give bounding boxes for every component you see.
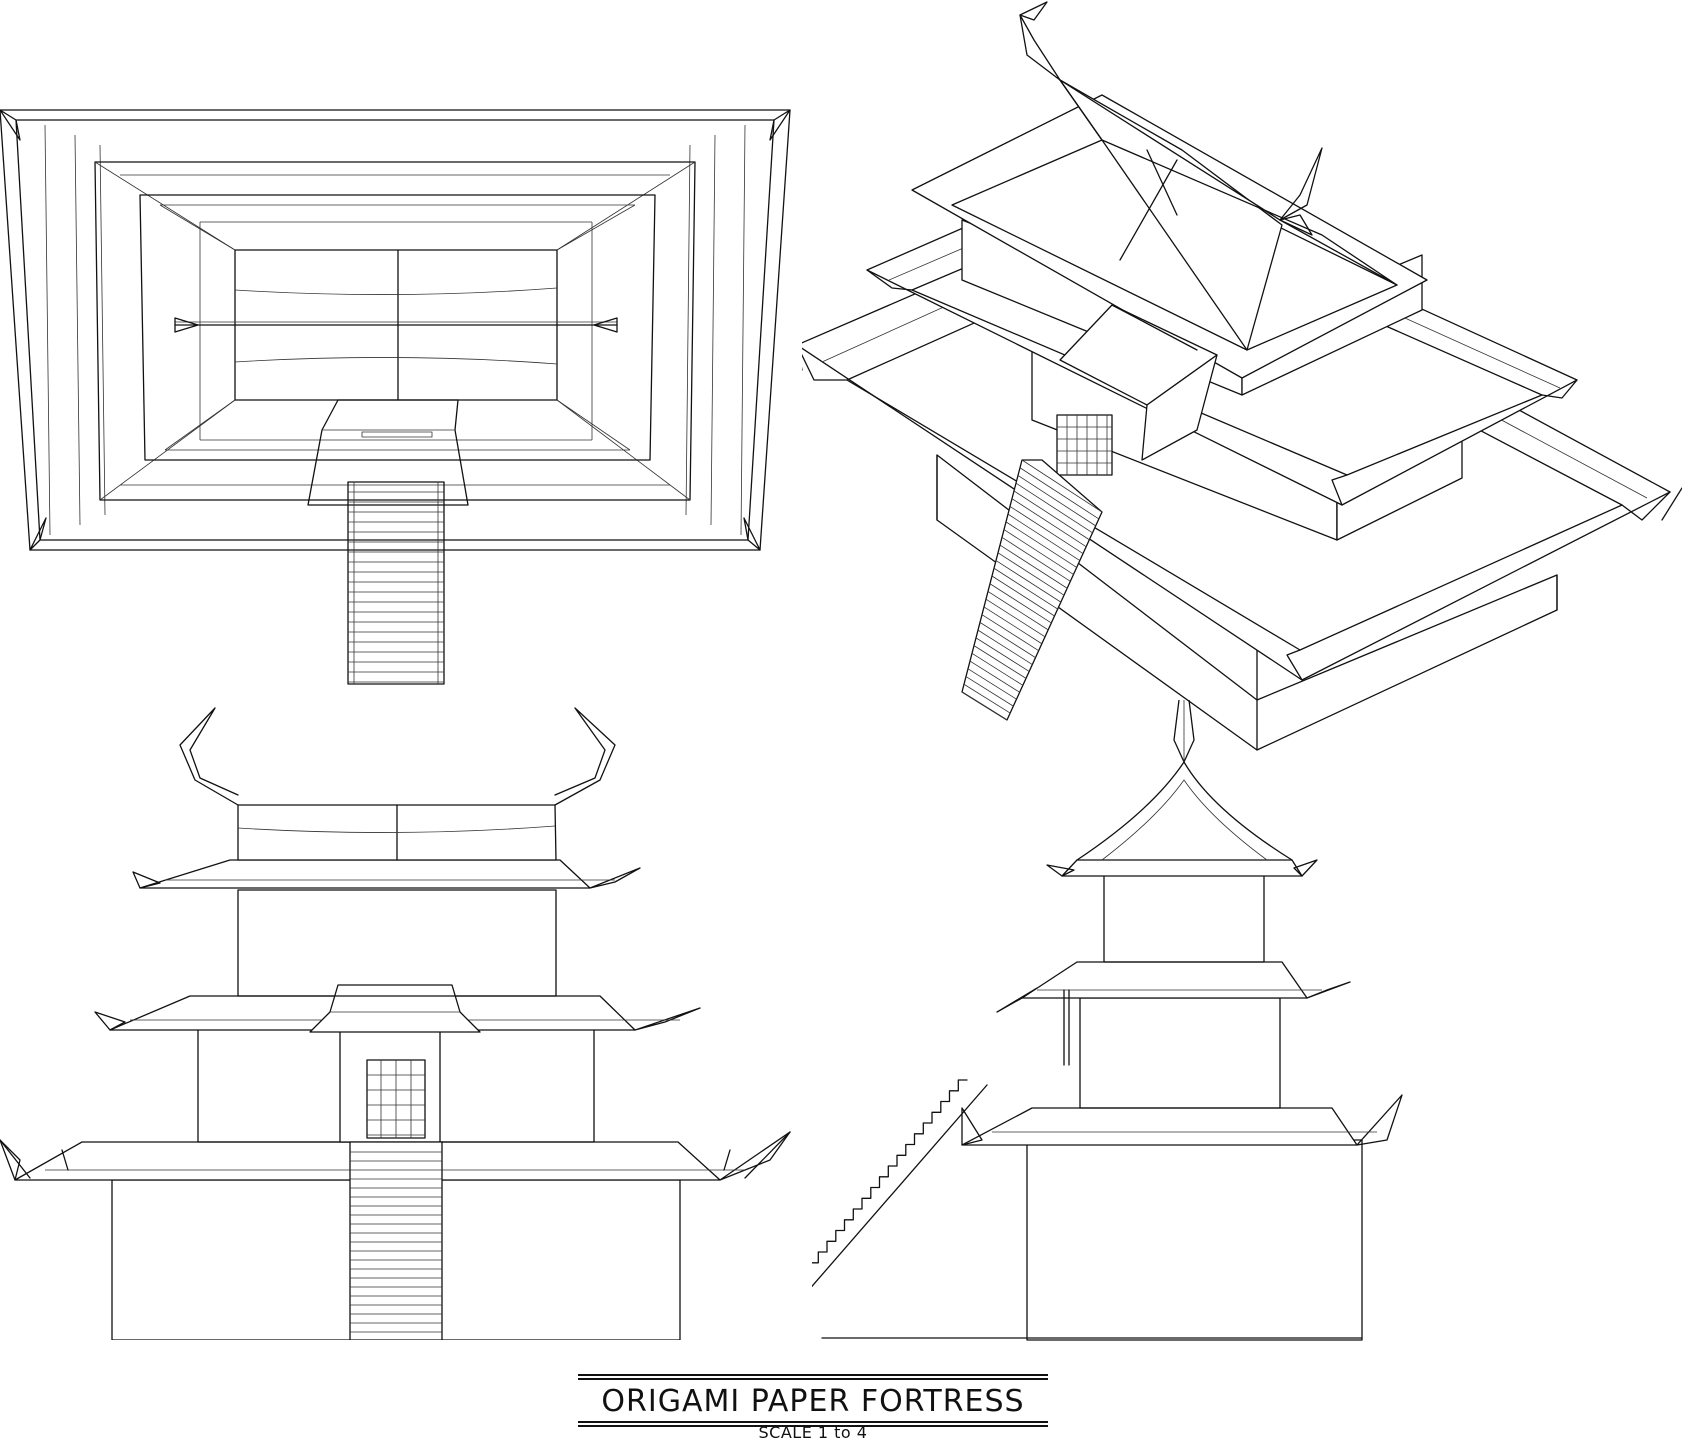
- side-stair-profile: [812, 1079, 968, 1264]
- stair-step-line: [985, 598, 1046, 638]
- stair-step-line: [971, 652, 1024, 686]
- stair-step-line: [965, 676, 1014, 707]
- side-stair-stringer: [812, 1084, 988, 1288]
- stair-step-line: [969, 660, 1020, 693]
- stair-step-line: [979, 622, 1036, 658]
- title-rule-bottom-inner: [578, 1425, 1048, 1427]
- front-elevation: [0, 707, 791, 1340]
- stair-step-line: [983, 606, 1043, 645]
- stair-step-line: [987, 591, 1049, 631]
- stair-step-line: [1003, 529, 1074, 575]
- stair-step-line: [991, 575, 1055, 617]
- stair-step-line: [1021, 459, 1103, 513]
- top-view: [0, 109, 791, 685]
- side-elevation: [812, 700, 1403, 1341]
- stair-step-line: [1019, 467, 1100, 520]
- isometric-view: [802, 1, 1682, 751]
- stair-step-line: [975, 637, 1030, 672]
- stair-step-line: [1011, 498, 1087, 548]
- stair-step-line: [993, 567, 1058, 610]
- title-rule-top: [578, 1374, 1048, 1376]
- stair-step-line: [1007, 513, 1081, 561]
- drawing-scale: SCALE 1 to 4: [758, 1423, 868, 1442]
- stair-step-line: [977, 629, 1033, 665]
- stair-step-line: [1001, 536, 1071, 582]
- stair-step-line: [981, 614, 1039, 652]
- stair-step-line: [963, 683, 1011, 714]
- stair-step-line: [1015, 482, 1093, 534]
- stair-step-line: [973, 645, 1027, 679]
- stair-step-line: [1017, 475, 1096, 527]
- stair-step-line: [967, 668, 1017, 700]
- title-block: ORIGAMI PAPER FORTRESS SCALE 1 to 4: [578, 1370, 1048, 1442]
- title-rule-top-inner: [578, 1378, 1048, 1380]
- stair-step-line: [961, 691, 1008, 721]
- stair-step-line: [1009, 506, 1084, 554]
- stair-step-line: [999, 544, 1068, 589]
- drawing-title: ORIGAMI PAPER FORTRESS: [601, 1384, 1025, 1419]
- stair-step-line: [997, 552, 1065, 596]
- stair-step-line: [1013, 490, 1090, 541]
- title-rule-bottom: [578, 1421, 1048, 1423]
- stair-step-line: [989, 583, 1052, 624]
- stair-step-line: [995, 560, 1062, 603]
- stair-step-line: [1005, 521, 1077, 568]
